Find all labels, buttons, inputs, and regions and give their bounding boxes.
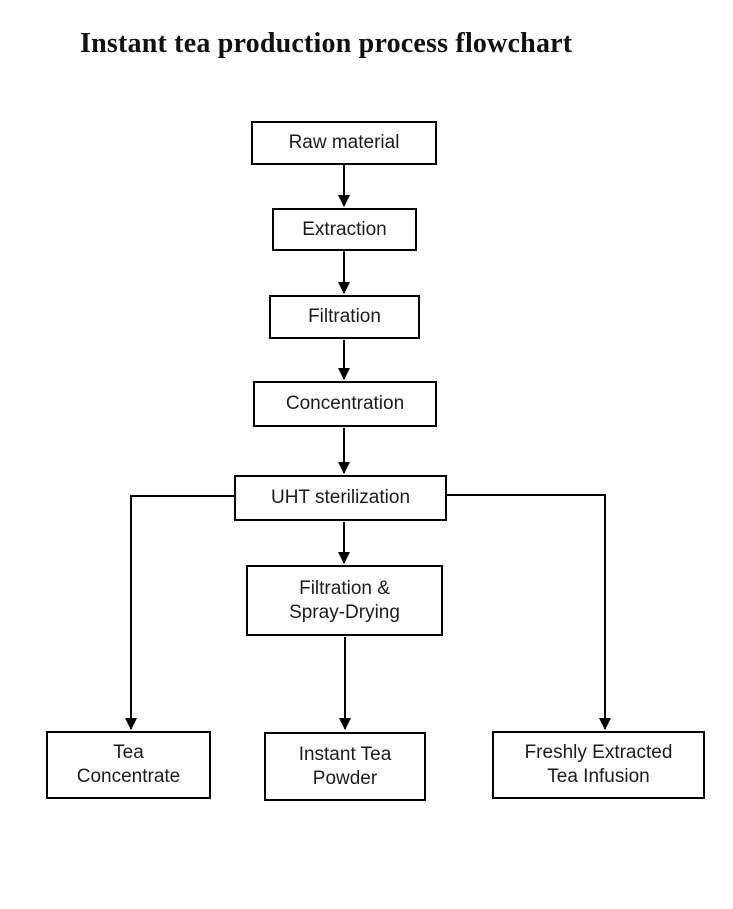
node-freshly-extracted-tea-infusion: Freshly Extracted Tea Infusion <box>492 731 705 799</box>
node-uht-sterilization: UHT sterilization <box>234 475 447 521</box>
page-title: Instant tea production process flowchart <box>80 28 573 59</box>
node-concentration: Concentration <box>253 381 437 427</box>
node-tea-concentrate: Tea Concentrate <box>46 731 211 799</box>
node-filtration-label: Filtration <box>308 306 381 328</box>
node-tea-concentrate-label: Tea Concentrate <box>76 742 181 787</box>
node-concentration-label: Concentration <box>285 393 405 415</box>
node-filtration: Filtration <box>269 295 420 339</box>
node-extraction: Extraction <box>272 208 417 251</box>
node-extraction-label: Extraction <box>302 218 387 240</box>
node-uht-sterilization-label: UHT sterilization <box>270 487 411 509</box>
node-instant-tea-powder: Instant Tea Powder <box>264 732 426 801</box>
node-raw-material-label: Raw material <box>288 132 400 154</box>
node-filtration-spray-drying: Filtration & Spray-Drying <box>246 565 443 636</box>
node-filtration-spray-drying-label: Filtration & Spray-Drying <box>289 577 400 623</box>
node-freshly-extracted-tea-infusion-label: Freshly Extracted Tea Infusion <box>524 742 673 787</box>
edge-uht-to-freshly-extracted <box>447 494 611 730</box>
edge-uht-to-tea-concentrate <box>125 495 234 730</box>
node-raw-material: Raw material <box>251 121 437 165</box>
node-instant-tea-powder-label: Instant Tea Powder <box>298 743 392 789</box>
